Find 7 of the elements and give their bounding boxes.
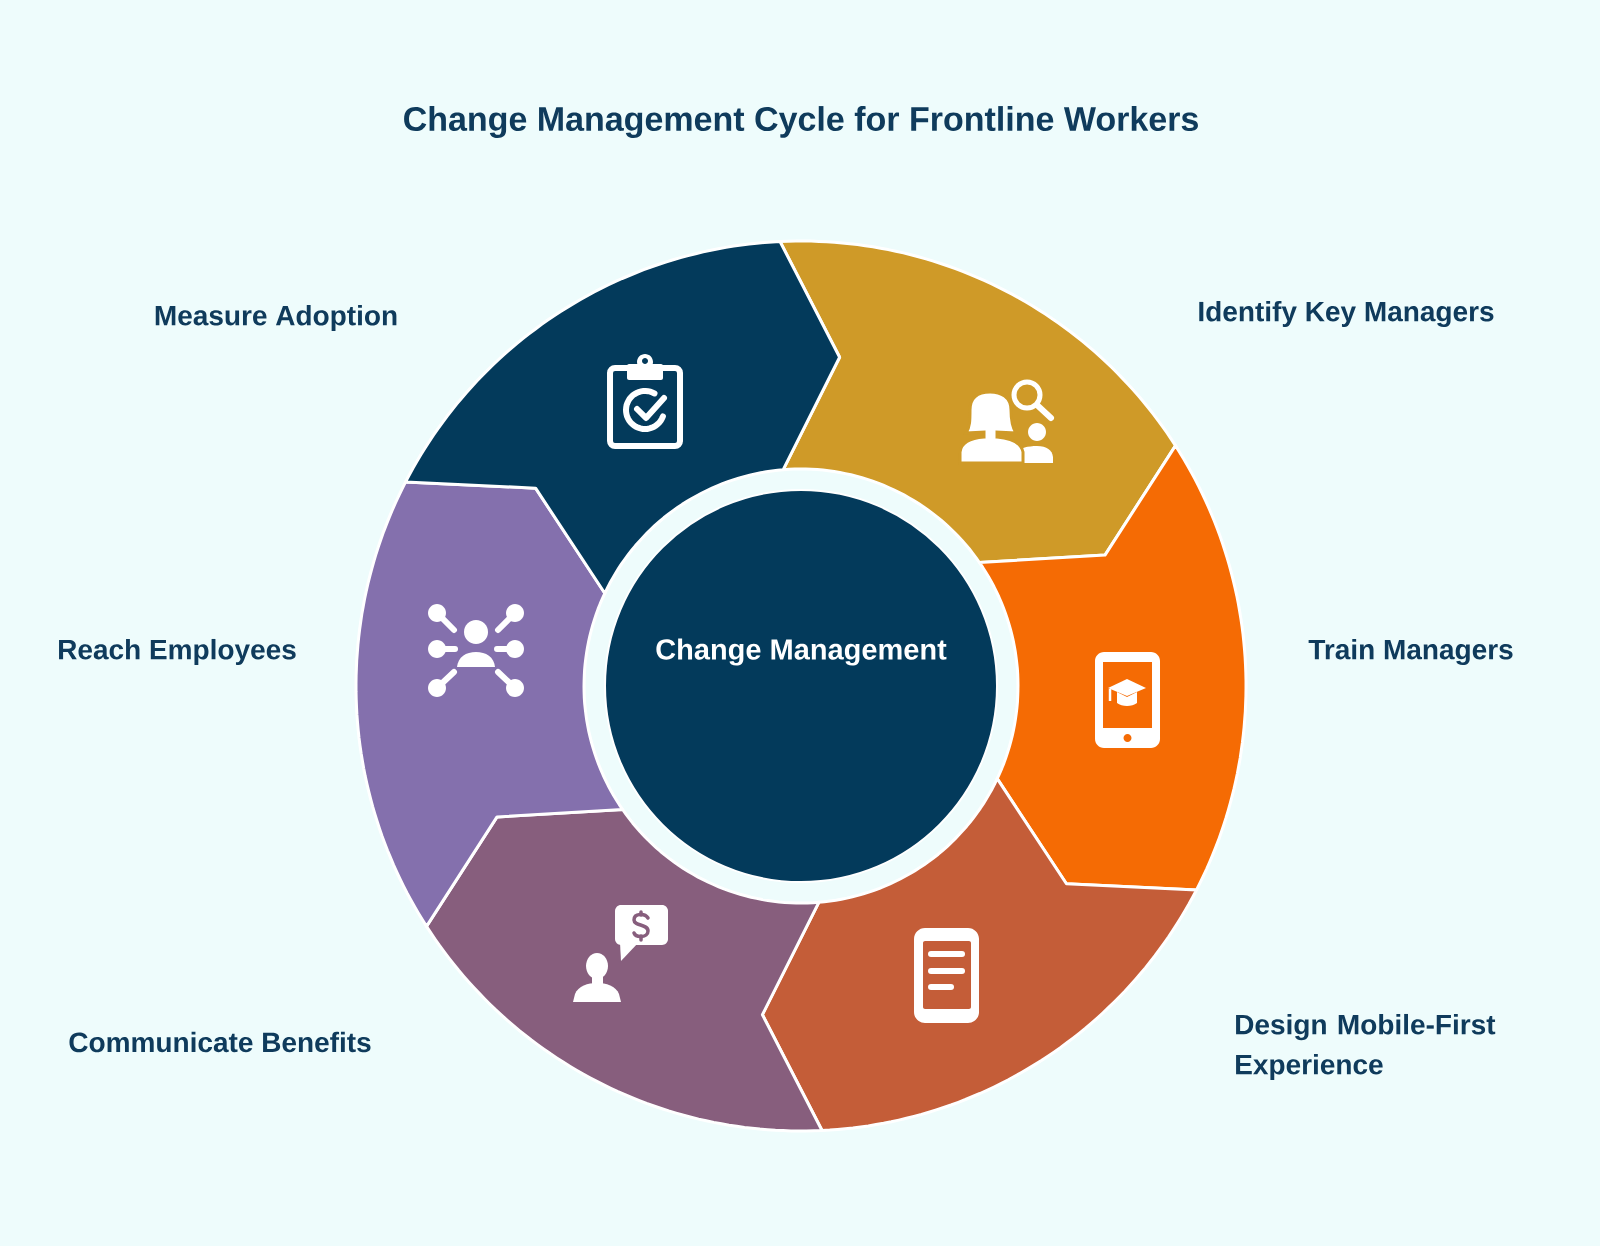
segment-label: Identify Key Managers bbox=[1199, 300, 1494, 328]
segment-label: Communicate Benefits bbox=[69, 1031, 371, 1053]
segment-label: Measure Adoption bbox=[155, 304, 397, 332]
segment-label: Train Managers bbox=[1308, 638, 1513, 666]
segment-label: Reach Employees bbox=[59, 638, 296, 666]
segment-label: Design Mobile-First Experience bbox=[1236, 1013, 1496, 1081]
title: Change Management Cycle for Frontline Workers bbox=[404, 106, 1198, 138]
